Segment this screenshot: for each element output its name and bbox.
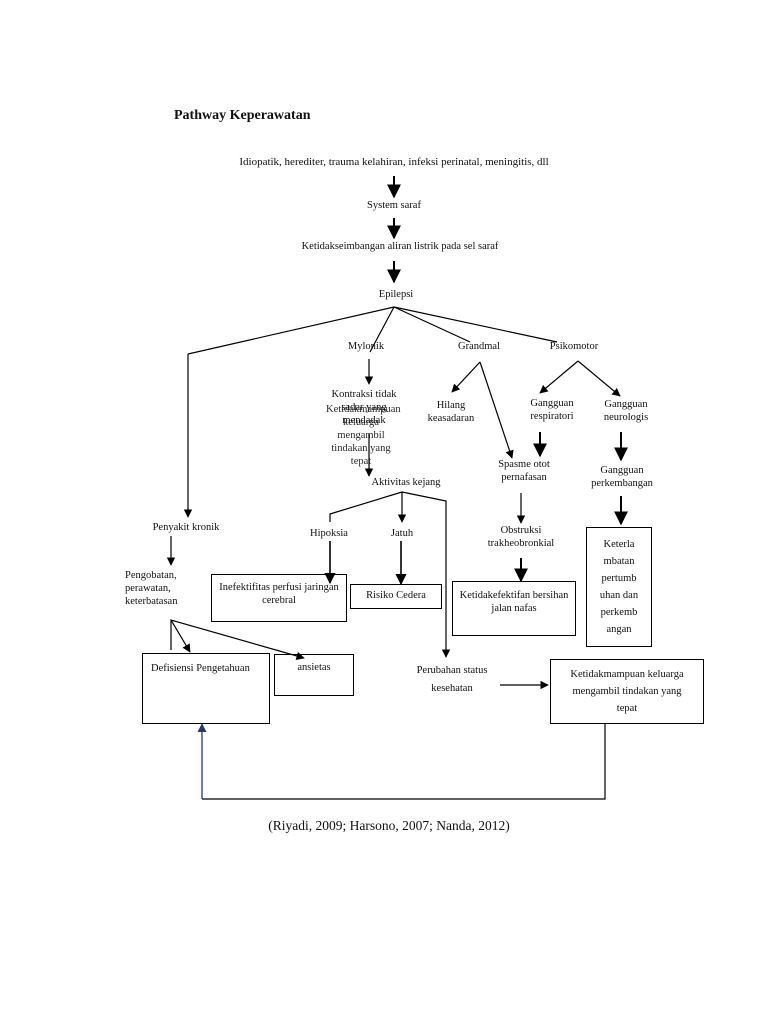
node-penyakit-kronik: Penyakit kronik	[152, 522, 220, 533]
box-keterlambatan: Keterla mbatan pertumb uhan dan perkemb …	[586, 527, 652, 647]
node-etiologi: Idiopatik, herediter, trauma kelahiran, …	[239, 156, 549, 168]
node-epilepsi: Epilepsi	[378, 289, 414, 300]
node-ketidakseimbangan: Ketidakseimbangan aliran listrik pada se…	[301, 241, 499, 252]
branch-epilepsi-mylonik	[369, 306, 395, 353]
node-ansietas: ansietas	[297, 662, 331, 673]
box-ketidakmampuan: Ketidakmampuan keluarga mengambil tindak…	[550, 659, 704, 724]
node-aktivitas-kejang: Aktivitas kejang	[371, 477, 441, 488]
node-keterlambatan: Keterla mbatan pertumb uhan dan perkemb …	[599, 539, 639, 635]
node-risiko-cedera: Risiko Cedera	[366, 590, 426, 601]
node-gangguan-perkembangan: Gangguan perkembangan	[591, 465, 653, 489]
node-hipoksia: Hipoksia	[310, 528, 348, 539]
arrow-psikomotor-to-respiratori	[539, 360, 579, 394]
branch-epilepsi-grandmal	[393, 306, 471, 343]
branch-epilepsi-psikomotor	[393, 306, 558, 343]
node-grandmal: Grandmal	[458, 341, 500, 352]
connector-aktivitas-to-perubahan	[401, 491, 451, 658]
node-perubahan-status: Perubahan status kesehatan	[416, 665, 488, 694]
node-gangguan-neurologis: Gangguan neurologis	[603, 399, 649, 423]
arrow-grandmal-to-hilang	[451, 361, 481, 393]
citation: (Riyadi, 2009; Harsono, 2007; Nanda, 201…	[268, 818, 510, 833]
box-risiko-cedera: Risiko Cedera	[350, 584, 442, 609]
branch-epilepsi-penyakit	[187, 306, 395, 355]
arrow-psikomotor-to-neurologis	[577, 360, 621, 397]
node-defisiensi: Defisiensi Pengetahuan	[151, 663, 250, 674]
node-kontraksi: Kontraksi tidak sadar yang mendadak	[331, 389, 397, 426]
box-ketidakefektifan: Ketidakefektifan bersihan jalan nafas	[452, 581, 576, 636]
node-jatuh: Jatuh	[390, 528, 414, 539]
box-defisiensi: Defisiensi Pengetahuan	[142, 653, 270, 724]
box-ansietas: ansietas	[274, 654, 354, 696]
node-ketidakmampuan: Ketidakmampuan keluarga mengambil tindak…	[570, 669, 684, 714]
connector-aktivitas-to-hipoksia	[329, 491, 403, 522]
box-inefektifitas: Inefektifitas perfusi jaringan cerebral	[211, 574, 347, 622]
node-inefektifitas: Inefektifitas perfusi jaringan cerebral	[219, 582, 339, 606]
page-title: Pathway Keperawatan	[174, 108, 311, 123]
arrow-pengobatan-to-defisiensi	[170, 619, 191, 653]
arrow-grandmal-to-spasme	[479, 361, 514, 459]
feedback-ketidakmampuan-down	[202, 723, 606, 800]
node-psikomotor: Psikomotor	[549, 341, 599, 352]
node-ketidakefektifan: Ketidakefektifan bersihan jalan nafas	[459, 590, 569, 614]
node-system-saraf: System saraf	[367, 200, 421, 211]
node-mylonik: Mylonik	[347, 341, 385, 352]
node-obstruksi: Obstruksi trakheobronkial	[487, 525, 555, 549]
node-kontraksi-overlap: Ketidakmampuan keluarga mengambil tindak…	[326, 404, 401, 467]
node-pengobatan: Pengobatan, perawatan, keterbatasan	[125, 570, 178, 607]
node-spasme: Spasme otot pernafasan	[498, 459, 550, 483]
node-hilang-kesadaran: Hilang keasadaran	[427, 400, 475, 424]
node-gangguan-respiratori: Gangguan respiratori	[530, 398, 574, 422]
